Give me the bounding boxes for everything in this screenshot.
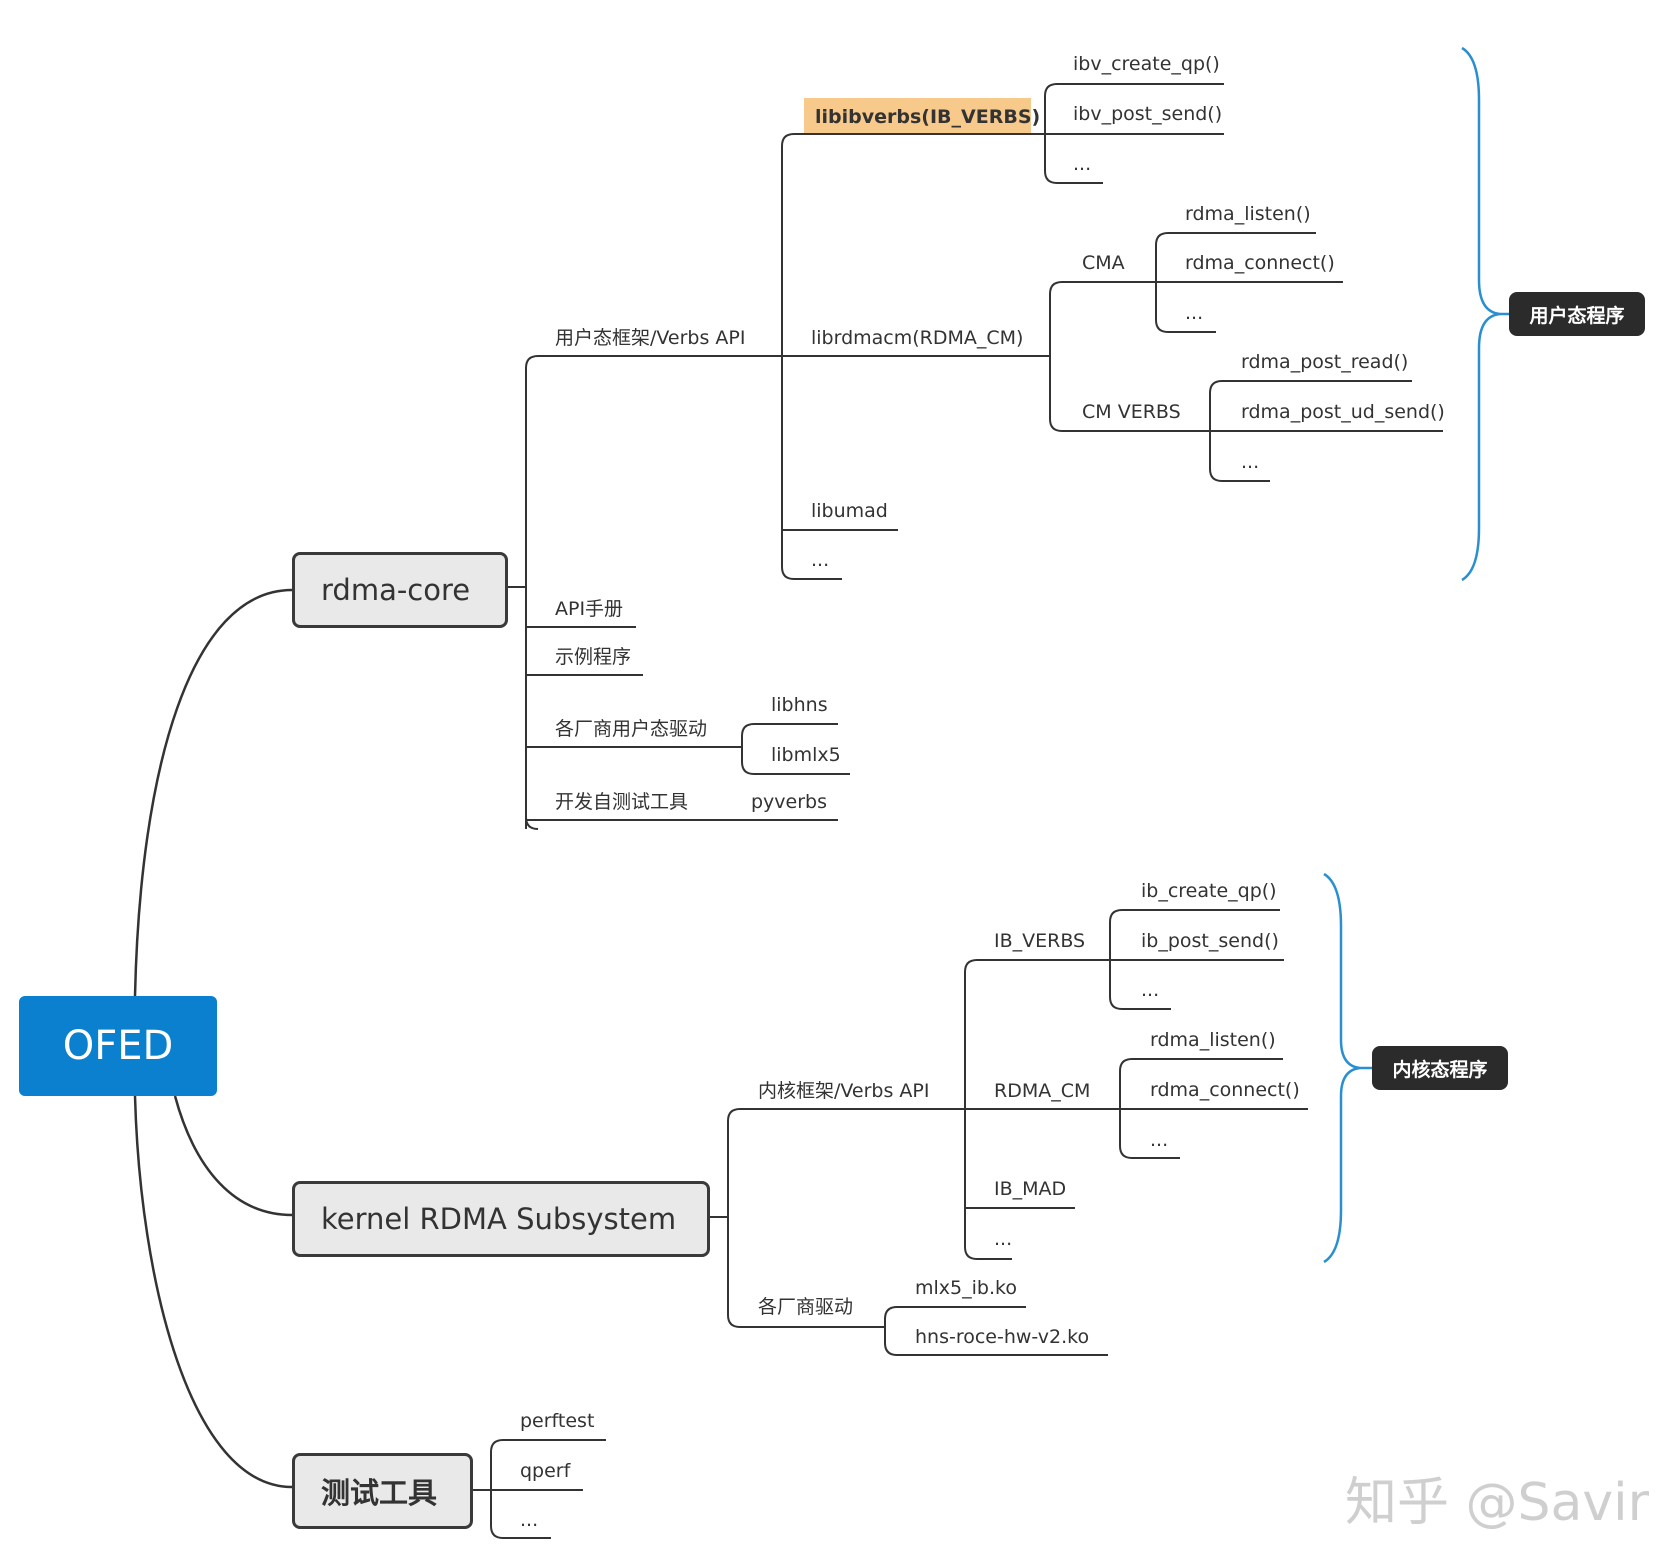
node-cma-rdma-listen[interactable]: rdma_listen(): [1185, 203, 1311, 225]
node-rdma-post-ud-send[interactable]: rdma_post_ud_send(): [1241, 401, 1445, 423]
node-cm-verbs[interactable]: CM VERBS: [1082, 401, 1181, 423]
libibverbs-label: libibverbs(IB_VERBS): [815, 106, 1041, 128]
node-ib-verbs-more[interactable]: ...: [1141, 979, 1160, 1001]
node-kernel-rdma-connect[interactable]: rdma_connect(): [1150, 1079, 1300, 1101]
node-libibverbs[interactable]: libibverbs(IB_VERBS): [804, 98, 1040, 133]
node-tools-more[interactable]: ...: [520, 1509, 539, 1531]
node-libhns[interactable]: libhns: [771, 694, 828, 716]
node-user-framework[interactable]: 用户态框架/Verbs API: [555, 327, 746, 349]
node-rdma-cm[interactable]: RDMA_CM: [994, 1080, 1091, 1102]
node-cma-rdma-connect[interactable]: rdma_connect(): [1185, 252, 1335, 274]
node-rdma-post-read[interactable]: rdma_post_read(): [1241, 351, 1409, 373]
node-ibv-create-qp[interactable]: ibv_create_qp(): [1073, 53, 1220, 75]
node-kernel-fw-more[interactable]: ...: [994, 1228, 1013, 1250]
node-cma-more[interactable]: ...: [1185, 302, 1204, 324]
node-kernel-rdma-subsystem[interactable]: kernel RDMA Subsystem: [292, 1181, 710, 1257]
node-qperf[interactable]: qperf: [520, 1460, 571, 1482]
node-ibv-post-send[interactable]: ibv_post_send(): [1073, 103, 1223, 125]
node-ib-post-send[interactable]: ib_post_send(): [1141, 930, 1279, 952]
node-pyverbs[interactable]: pyverbs: [751, 791, 828, 813]
node-libmlx5[interactable]: libmlx5: [771, 744, 841, 766]
node-kernel-rdma-listen[interactable]: rdma_listen(): [1150, 1029, 1276, 1051]
node-mlx5-ib[interactable]: mlx5_ib.ko: [915, 1277, 1017, 1299]
node-ib-mad[interactable]: IB_MAD: [994, 1178, 1067, 1200]
node-dev-test-tools[interactable]: 开发自测试工具: [555, 791, 689, 813]
node-cm-verbs-more[interactable]: ...: [1241, 451, 1260, 473]
tag-user-space[interactable]: 用户态程序: [1509, 292, 1645, 336]
node-examples[interactable]: 示例程序: [555, 646, 632, 668]
node-hns-roce[interactable]: hns-roce-hw-v2.ko: [915, 1326, 1090, 1348]
tag-kernel-space[interactable]: 内核态程序: [1372, 1046, 1508, 1090]
node-vendor-user-drivers[interactable]: 各厂商用户态驱动: [555, 718, 708, 740]
node-test-tools[interactable]: 测试工具: [292, 1453, 473, 1529]
node-librdmacm[interactable]: librdmacm(RDMA_CM): [811, 327, 1024, 349]
node-libumad[interactable]: libumad: [811, 500, 888, 522]
node-kernel-framework[interactable]: 内核框架/Verbs API: [758, 1080, 930, 1102]
node-perftest[interactable]: perftest: [520, 1410, 595, 1432]
node-kernel-vendor-drivers[interactable]: 各厂商驱动: [758, 1296, 854, 1318]
node-lib-more[interactable]: ...: [811, 549, 830, 571]
node-ib-create-qp[interactable]: ib_create_qp(): [1141, 880, 1277, 902]
node-rdma-cm-more[interactable]: ...: [1150, 1129, 1169, 1151]
node-ibv-more[interactable]: ...: [1073, 153, 1092, 175]
root-node-ofed[interactable]: OFED: [19, 996, 217, 1096]
watermark: 知乎 @Savir: [1345, 1473, 1650, 1533]
node-rdma-core[interactable]: rdma-core: [292, 552, 508, 628]
node-api-manual[interactable]: API手册: [555, 598, 624, 620]
node-ib-verbs[interactable]: IB_VERBS: [994, 930, 1086, 952]
node-cma[interactable]: CMA: [1082, 252, 1125, 274]
